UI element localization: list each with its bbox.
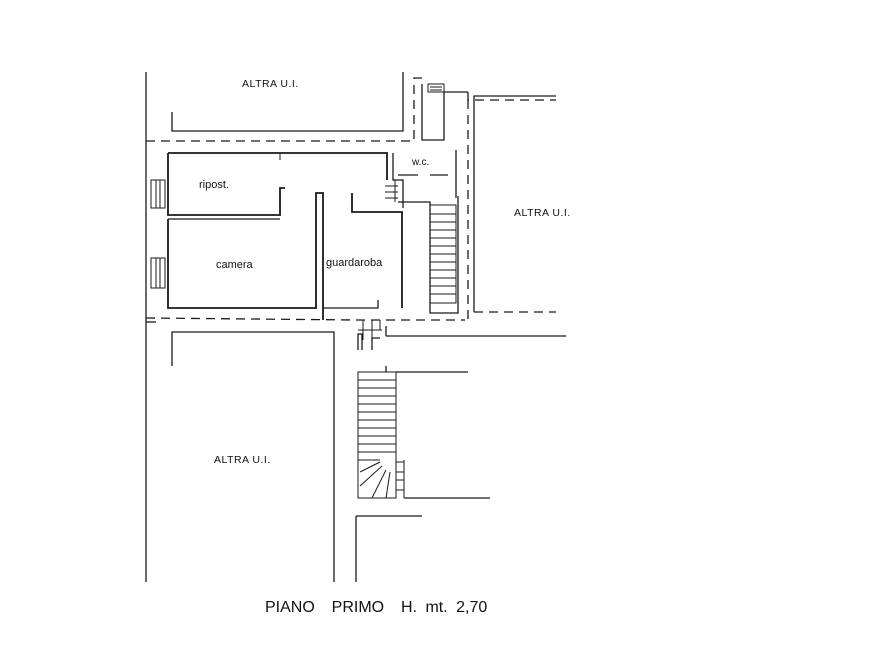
door-marks <box>358 180 398 340</box>
left-windows <box>150 179 166 289</box>
right-unit-walls <box>467 92 556 320</box>
label-altra-right: ALTRA U.I. <box>514 207 571 219</box>
floor-caption: PIANO PRIMO H. mt. 2,70 <box>265 599 487 616</box>
label-altra-bottom: ALTRA U.I. <box>214 454 271 466</box>
lower-staircase <box>357 371 405 499</box>
label-altra-top: ALTRA U.I. <box>242 78 299 90</box>
label-wc: w.c. <box>411 157 429 168</box>
label-ripost: ripost. <box>199 179 229 191</box>
floor-boundary-middle <box>145 317 566 337</box>
bottom-unit-walls <box>171 331 490 582</box>
upper-staircase <box>429 204 457 304</box>
top-unit-walls <box>146 72 423 142</box>
service-shaft <box>421 83 468 141</box>
label-camera: camera <box>216 259 254 271</box>
apartment-walls <box>167 150 459 320</box>
label-guardaroba: guardaroba <box>326 257 383 269</box>
